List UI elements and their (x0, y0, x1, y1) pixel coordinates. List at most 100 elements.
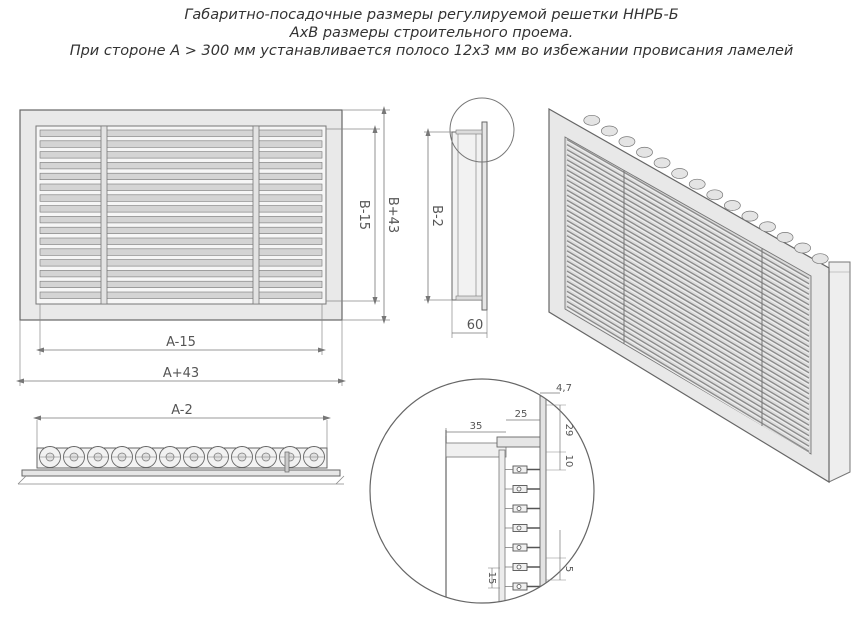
persp-slat (566, 204, 810, 348)
persp-slat (566, 285, 810, 431)
persp-bump (811, 253, 829, 265)
persp-slat (566, 174, 810, 316)
detail-slat-pin (516, 545, 522, 550)
detail-slat-pin (516, 486, 522, 492)
persp-slat-highlight (566, 252, 810, 396)
persp-slat (566, 144, 810, 285)
persp-slat-highlight (566, 287, 810, 433)
persp-slat-highlight (566, 242, 810, 386)
persp-slat-highlight (566, 262, 810, 407)
detail-circle-outline (369, 378, 595, 604)
dim-label-a-15: A-15 (166, 335, 196, 350)
persp-slat-highlight (566, 146, 810, 286)
persp-slat (566, 209, 810, 353)
detail-slat (512, 602, 528, 603)
dim-label-25: 25 (515, 409, 528, 420)
persp-slat (566, 159, 810, 301)
persp-bump (688, 178, 706, 190)
persp-slat-highlight (566, 232, 810, 375)
persp-slat (566, 230, 810, 374)
persp-edge-bumps (583, 114, 829, 265)
persp-slat-highlight (566, 267, 810, 412)
persp-slat-highlight (566, 292, 810, 438)
dim-label-35: 35 (470, 421, 483, 432)
persp-slat (566, 154, 810, 295)
persp-bump (618, 136, 636, 147)
persp-slat-highlight (566, 216, 810, 360)
front-slat (39, 162, 323, 170)
dim-label-b+43: B+43 (385, 197, 400, 233)
persp-slat-highlight (566, 140, 810, 281)
top-rollers (39, 446, 325, 473)
header-title: Габаритно-посадочные размеры регулируемо… (184, 7, 679, 23)
front-vertical-bar-right (252, 125, 260, 305)
front-slat (39, 216, 323, 224)
persp-slat (566, 265, 810, 411)
persp-slat-highlight (566, 176, 810, 318)
front-slats (39, 129, 323, 299)
persp-slat (566, 275, 810, 421)
persp-slat-highlight (566, 277, 810, 423)
persp-slat (566, 295, 810, 442)
top-view: A-2 (17, 403, 345, 485)
persp-slat-highlight (566, 201, 810, 344)
persp-slat-highlight (566, 151, 810, 292)
perspective-view (548, 107, 851, 484)
side-detail-circle (449, 97, 515, 163)
dim-label-60: 60 (467, 318, 484, 333)
dim-label-29: 29 (563, 424, 574, 437)
persp-slat-highlight (566, 206, 810, 349)
header-subtitle: АхВ размеры строительного проема. (289, 25, 574, 41)
side-body (451, 131, 483, 301)
dim-label-a+43: A+43 (163, 366, 199, 381)
detail-slat-pin (516, 506, 522, 511)
persp-slat (566, 149, 810, 290)
persp-bump (759, 221, 776, 233)
persp-slat-highlight (566, 186, 810, 328)
front-slat (39, 194, 323, 202)
front-slat (39, 259, 323, 267)
persp-slat-highlight (566, 196, 810, 339)
persp-bump (706, 189, 724, 201)
persp-bump (636, 146, 653, 158)
top-bar (284, 451, 290, 473)
front-slat (39, 151, 323, 159)
dim-label-10: 10 (563, 455, 574, 468)
persp-bump (776, 232, 794, 243)
front-slat (39, 172, 323, 180)
persp-slat (566, 164, 810, 306)
persp-slat (566, 300, 810, 447)
front-view: A-15 A+43 B-15 B+43 (16, 106, 400, 386)
persp-bump (653, 157, 671, 169)
front-slat (39, 291, 323, 299)
persp-slat (566, 138, 810, 280)
persp-slat-highlight (566, 297, 810, 444)
top-flange (21, 469, 341, 477)
front-slat (39, 248, 323, 256)
detail-slat-pin (516, 564, 522, 570)
persp-slat (566, 184, 810, 327)
detail-view: 35 25 4,7 29 10 5 15 (369, 378, 595, 604)
detail-slat-pin (516, 584, 522, 589)
persp-slat-highlight (566, 247, 810, 391)
persp-slat (566, 235, 810, 379)
front-slat (39, 226, 323, 234)
dim-label-b-15: B-15 (356, 200, 371, 230)
persp-slat-highlight (566, 181, 810, 323)
persp-bump (741, 210, 759, 222)
persp-slat-highlight (566, 272, 810, 417)
persp-slat-highlight (566, 166, 810, 307)
dim-label-5: 5 (563, 566, 574, 572)
persp-slat (566, 250, 810, 395)
side-view: B-2 60 (424, 97, 515, 338)
persp-slat-highlight (566, 307, 810, 454)
persp-slat-highlight (566, 211, 810, 355)
persp-slat (566, 240, 810, 384)
persp-slat (566, 189, 810, 332)
persp-bump (724, 200, 741, 211)
detail-slat-pin (516, 467, 522, 472)
persp-depth (828, 261, 851, 483)
persp-slat (566, 214, 810, 358)
detail-slat-pin (516, 525, 522, 531)
